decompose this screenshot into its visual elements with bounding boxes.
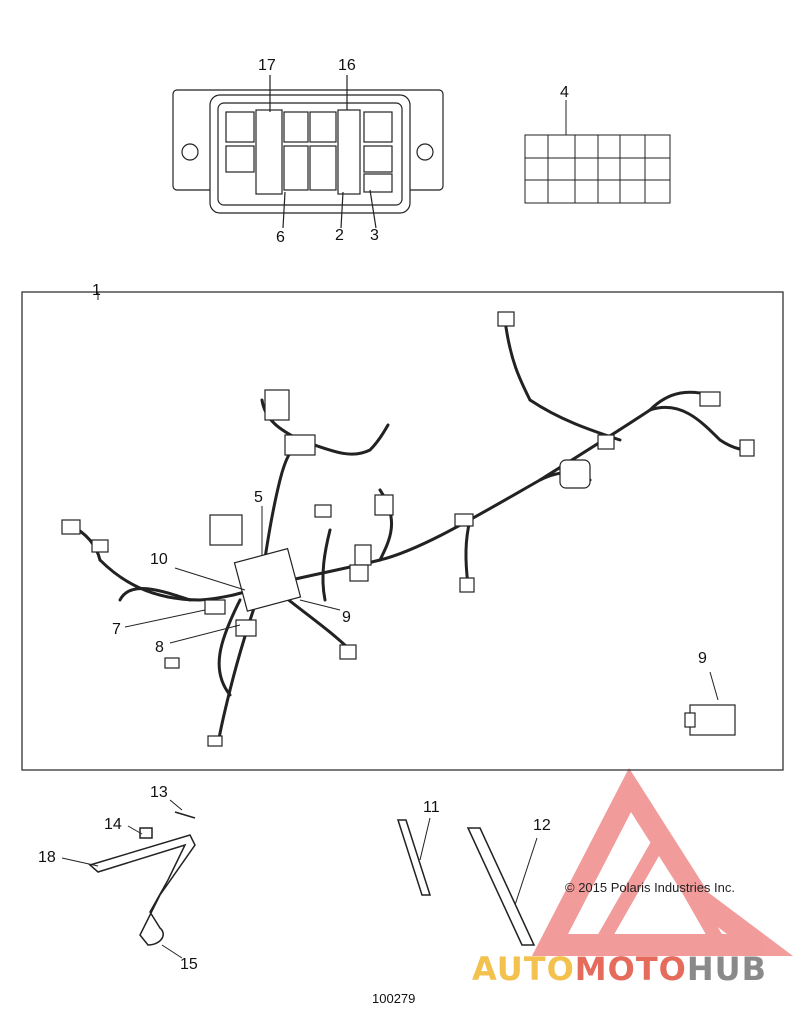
callout-13: 13 — [150, 784, 168, 801]
document-number: 100279 — [372, 991, 416, 1006]
callout-7: 7 — [112, 621, 121, 638]
bracket — [88, 811, 196, 946]
cable-ties — [396, 819, 536, 946]
callout-15: 15 — [180, 956, 198, 973]
watermark-logo — [531, 767, 793, 956]
callout-8: 8 — [155, 639, 164, 656]
callout-18: 18 — [38, 849, 56, 866]
connector-9 — [684, 704, 736, 736]
watermark-text-auto: AUTO — [472, 950, 575, 988]
callout-1: 1 — [92, 282, 101, 299]
wire-harness — [68, 318, 752, 747]
harness-frame — [21, 291, 784, 771]
callout-2: 2 — [335, 227, 344, 244]
fuse-box — [172, 75, 444, 229]
callout-10: 10 — [150, 551, 168, 568]
callout-5: 5 — [254, 489, 263, 506]
label-card — [524, 100, 671, 204]
watermark-text: AUTOMOTOHUB — [472, 950, 767, 988]
callout-11: 11 — [423, 799, 440, 816]
callout-9-connector: 9 — [698, 650, 707, 667]
callout-12: 12 — [533, 817, 551, 834]
callout-9-harness: 9 — [342, 609, 351, 626]
watermark-text-hub: HUB — [686, 950, 768, 988]
callout-4: 4 — [560, 84, 569, 101]
callout-14: 14 — [104, 816, 122, 833]
callout-17: 17 — [258, 57, 276, 74]
copyright-notice: © 2015 Polaris Industries Inc. — [565, 880, 735, 895]
harness-connectors — [61, 311, 755, 747]
callout-3: 3 — [370, 227, 379, 244]
callout-16: 16 — [338, 57, 356, 74]
watermark-text-moto: MOTO — [574, 950, 687, 988]
callout-6: 6 — [276, 229, 285, 246]
